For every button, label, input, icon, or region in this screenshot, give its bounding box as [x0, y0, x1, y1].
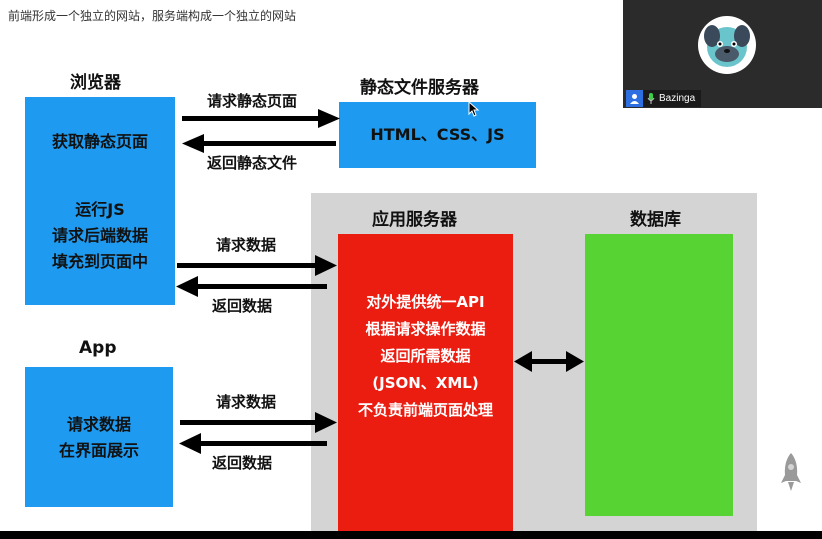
app-server-line-2: 根据请求操作数据: [365, 320, 486, 338]
browser-title: 浏览器: [70, 73, 121, 93]
top-caption: 前端形成一个独立的网站，服务端构成一个独立的网站: [8, 9, 297, 23]
arrow-return-data-browser: [176, 276, 327, 297]
app-line-1: 请求数据: [66, 415, 131, 434]
arrow-return-static: [182, 134, 336, 153]
browser-line-1: 获取静态页面: [51, 132, 148, 151]
rocket-icon[interactable]: [778, 451, 804, 493]
app-server-line-3: 返回所需数据: [380, 347, 471, 365]
arrow-server-database: [514, 351, 584, 372]
app-server-box: 对外提供统一API 根据请求操作数据 返回所需数据 (JSON、XML) 不负责…: [338, 234, 513, 534]
label-return-data-app: 返回数据: [212, 454, 273, 472]
label-return-data-browser: 返回数据: [212, 297, 273, 315]
user-icon: [626, 90, 643, 107]
app-server-line-5: 不负责前端页面处理: [357, 401, 493, 419]
participant-avatar: [698, 16, 756, 74]
arrow-request-data-app: [180, 412, 337, 433]
arrow-return-data-app: [179, 433, 327, 454]
browser-line-3: 请求后端数据: [51, 226, 148, 245]
label-request-data-app: 请求数据: [216, 393, 277, 411]
label-request-static: 请求静态页面: [207, 92, 298, 110]
browser-box: 获取静态页面 运行JS 请求后端数据 填充到页面中: [25, 97, 175, 305]
arrow-request-static: [182, 109, 340, 128]
bottom-bar: [0, 531, 822, 539]
participant-name-chip: Bazinga: [626, 90, 702, 107]
app-line-2: 在界面展示: [58, 441, 139, 460]
app-server-line-1: 对外提供统一API: [366, 293, 485, 311]
label-return-static: 返回静态文件: [207, 154, 298, 172]
database-box: [585, 234, 733, 516]
static-server-box: HTML、CSS、JS: [339, 102, 536, 168]
microphone-icon[interactable]: [647, 93, 655, 104]
label-request-data-browser: 请求数据: [216, 236, 277, 254]
pug-avatar-icon: [704, 25, 750, 67]
app-server-line-4: (JSON、XML): [372, 374, 479, 392]
app-title: App: [79, 338, 117, 358]
app-server-title: 应用服务器: [372, 210, 457, 230]
app-box: 请求数据 在界面展示: [25, 367, 173, 507]
static-server-content: HTML、CSS、JS: [370, 125, 505, 144]
mouse-cursor-icon: [468, 101, 480, 117]
database-title: 数据库: [630, 210, 681, 230]
static-server-title: 静态文件服务器: [360, 78, 479, 98]
participant-name: Bazinga: [659, 93, 696, 104]
browser-line-4: 填充到页面中: [51, 252, 148, 271]
arrow-request-data-browser: [177, 255, 337, 276]
browser-line-2: 运行JS: [75, 200, 125, 219]
